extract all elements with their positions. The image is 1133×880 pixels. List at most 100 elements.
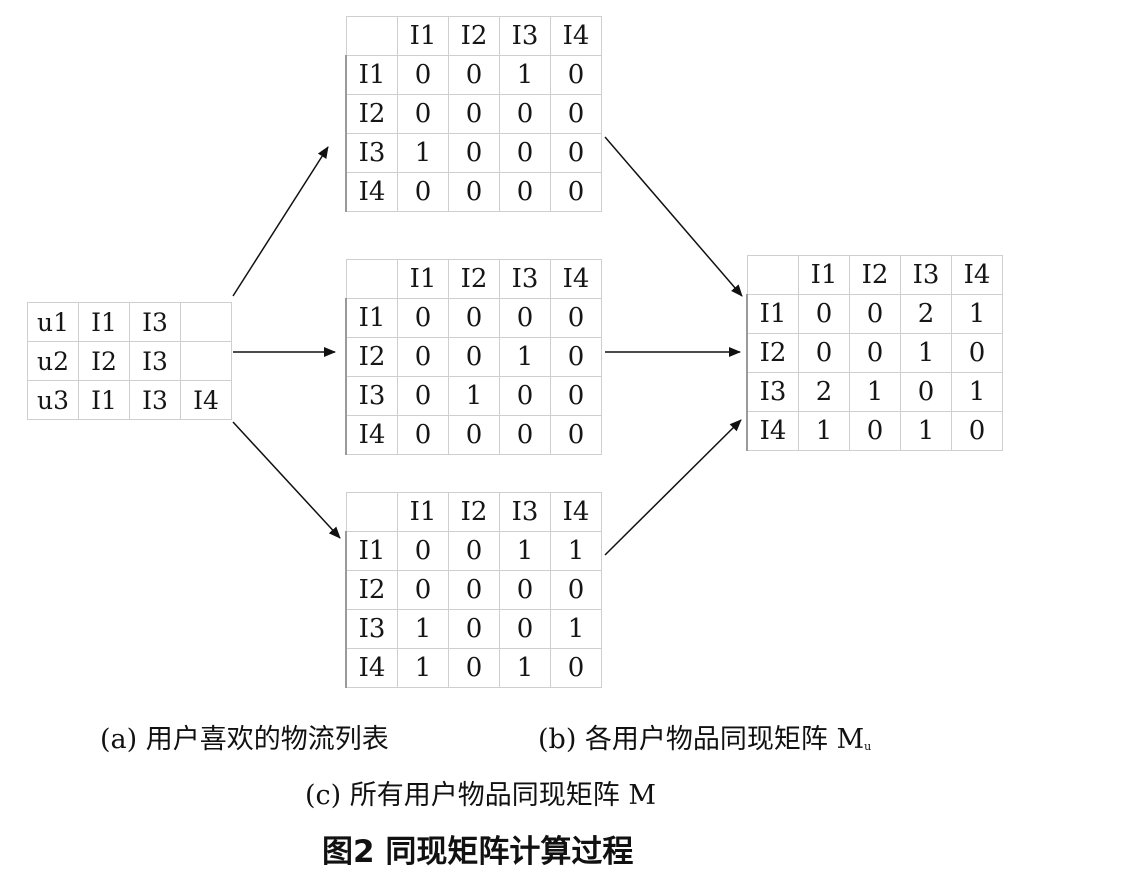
- matrix-row-header: I4: [746, 411, 799, 451]
- matrix-corner-cell: [345, 492, 398, 532]
- matrix-row-header: I1: [345, 298, 398, 338]
- matrix-value-cell: 0: [550, 337, 602, 377]
- matrix-value-cell: 0: [448, 337, 500, 377]
- matrix-value-cell: 0: [849, 294, 901, 334]
- matrix-column-header: I1: [798, 255, 850, 295]
- matrix-row-header: I3: [345, 376, 398, 416]
- liked-item-cell: I1: [78, 380, 130, 420]
- matrix-value-cell: 0: [499, 415, 551, 455]
- matrix-value-cell: 0: [550, 94, 602, 134]
- matrix-value-cell: 0: [397, 337, 449, 377]
- matrix-row-header: I4: [345, 172, 398, 212]
- matrix-value-cell: 0: [550, 376, 602, 416]
- caption-b-main: (b) 各用户物品同现矩阵 M: [538, 724, 865, 755]
- matrix-value-cell: 0: [499, 94, 551, 134]
- matrix-column-header: I3: [900, 255, 952, 295]
- matrix-value-cell: 0: [550, 172, 602, 212]
- matrix-value-cell: 0: [397, 415, 449, 455]
- matrix-value-cell: 0: [448, 94, 500, 134]
- matrix-value-cell: 1: [448, 376, 500, 416]
- matrix-value-cell: 1: [550, 531, 602, 571]
- matrix-row-header: I3: [345, 133, 398, 173]
- liked-item-cell: I3: [129, 302, 181, 342]
- matrix-value-cell: 0: [397, 298, 449, 338]
- caption-c: (c) 所有用户物品同现矩阵 M: [305, 780, 656, 811]
- matrix-row-header: I1: [345, 531, 398, 571]
- matrix-value-cell: 0: [550, 298, 602, 338]
- matrix-value-cell: 1: [397, 648, 449, 688]
- liked-item-cell: [180, 341, 232, 381]
- arrow-list-to-user3: [232, 421, 341, 539]
- matrix-value-cell: 0: [900, 372, 952, 412]
- arrow-user1-to-total: [604, 136, 743, 297]
- matrix-value-cell: 0: [397, 172, 449, 212]
- matrix-value-cell: 0: [550, 55, 602, 95]
- matrix-value-cell: 0: [448, 648, 500, 688]
- matrix-column-header: I2: [448, 16, 500, 56]
- matrix-corner-cell: [746, 255, 799, 295]
- matrix-value-cell: 1: [397, 609, 449, 649]
- user-id-cell: u2: [27, 341, 79, 381]
- arrow-list-to-user1: [232, 146, 329, 297]
- matrix-row-header: I1: [345, 55, 398, 95]
- matrix-column-header: I3: [499, 492, 551, 532]
- matrix-value-cell: 1: [951, 294, 1003, 334]
- matrix-value-cell: 1: [951, 372, 1003, 412]
- matrix-value-cell: 0: [499, 172, 551, 212]
- figure-title: 图2 同现矩阵计算过程: [322, 834, 634, 870]
- matrix-value-cell: 0: [951, 411, 1003, 451]
- matrix-value-cell: 0: [550, 648, 602, 688]
- caption-b: (b) 各用户物品同现矩阵 Mu: [538, 717, 871, 756]
- matrix-value-cell: 0: [448, 55, 500, 95]
- matrix-column-header: I3: [499, 16, 551, 56]
- matrix-value-cell: 0: [397, 531, 449, 571]
- matrix-value-cell: 0: [499, 376, 551, 416]
- matrix-value-cell: 1: [798, 411, 850, 451]
- caption-b-subscript: u: [864, 740, 872, 753]
- matrix-row-header: I2: [345, 337, 398, 377]
- matrix-value-cell: 0: [448, 609, 500, 649]
- matrix-column-header: I2: [849, 255, 901, 295]
- matrix-corner-cell: [345, 259, 398, 299]
- matrix-row-header: I2: [345, 570, 398, 610]
- liked-item-cell: I1: [78, 302, 130, 342]
- liked-item-cell: I3: [129, 380, 181, 420]
- matrix-value-cell: 0: [798, 333, 850, 373]
- matrix-value-cell: 1: [849, 372, 901, 412]
- matrix-value-cell: 0: [951, 333, 1003, 373]
- arrow-user3-to-total: [604, 419, 742, 556]
- matrix-value-cell: 1: [499, 55, 551, 95]
- matrix-column-header: I4: [550, 16, 602, 56]
- matrix-row-header: I4: [345, 415, 398, 455]
- user-id-cell: u3: [27, 380, 79, 420]
- liked-item-cell: I4: [180, 380, 232, 420]
- matrix-value-cell: 0: [397, 376, 449, 416]
- matrix-value-cell: 0: [550, 570, 602, 610]
- matrix-value-cell: 1: [499, 337, 551, 377]
- matrix-value-cell: 0: [397, 94, 449, 134]
- matrix-column-header: I4: [550, 259, 602, 299]
- matrix-value-cell: 1: [499, 648, 551, 688]
- matrix-row-header: I3: [345, 609, 398, 649]
- matrix-value-cell: 1: [900, 411, 952, 451]
- matrix-column-header: I1: [397, 16, 449, 56]
- caption-a: (a) 用户喜欢的物流列表: [100, 724, 389, 755]
